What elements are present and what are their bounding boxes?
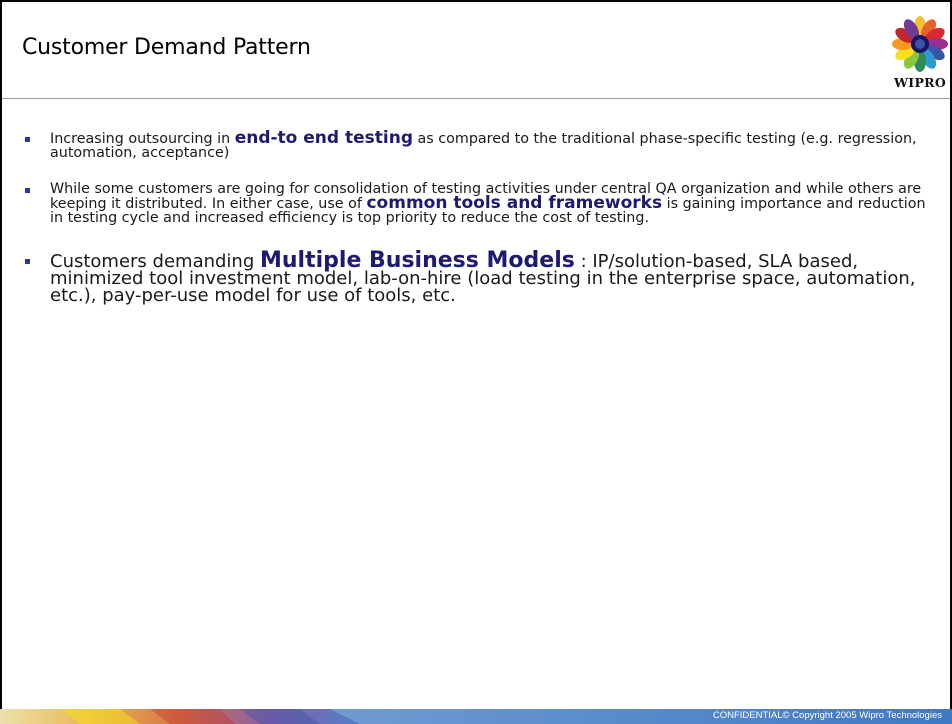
square-bullet-icon xyxy=(25,259,30,264)
footer-band: CONFIDENTIAL© Copyright 2005 Wipro Techn… xyxy=(0,709,952,724)
slide-title: Customer Demand Pattern xyxy=(22,35,311,60)
bullet-text: Increasing outsourcing in xyxy=(50,131,235,147)
bullet-highlight: common tools and frameworks xyxy=(366,193,663,213)
bullet-item: While some customers are going for conso… xyxy=(22,182,937,225)
square-bullet-icon xyxy=(25,137,30,142)
bullet-text: While some customers are going for conso… xyxy=(50,181,922,212)
bullet-text: Customers demanding xyxy=(50,251,260,272)
sunflower-logo-icon xyxy=(892,16,948,72)
title-divider xyxy=(2,98,950,99)
title-bar: Customer Demand Pattern WIPRO xyxy=(2,2,950,98)
square-bullet-icon xyxy=(25,188,30,193)
bullet-item: Customers demanding Multiple Business Mo… xyxy=(22,250,937,306)
bullet-text: : IP/solution-based, SLA based, minimize… xyxy=(50,251,916,306)
footer-decoration xyxy=(0,709,952,724)
footer-copyright: CONFIDENTIAL© Copyright 2005 Wipro Techn… xyxy=(712,710,942,721)
bullet-text: is gaining importance and reduction in t… xyxy=(50,196,926,226)
bullet-text: as compared to the traditional phase-spe… xyxy=(50,131,917,161)
bullet-highlight: Multiple Business Models xyxy=(260,248,575,273)
bullet-item: Increasing outsourcing in end-to end tes… xyxy=(22,128,937,161)
bullet-list: Increasing outsourcing in end-to end tes… xyxy=(22,128,937,306)
bullet-highlight: end-to end testing xyxy=(234,128,413,148)
wipro-logo: WIPRO xyxy=(890,16,950,96)
logo-wordmark: WIPRO xyxy=(893,75,947,90)
